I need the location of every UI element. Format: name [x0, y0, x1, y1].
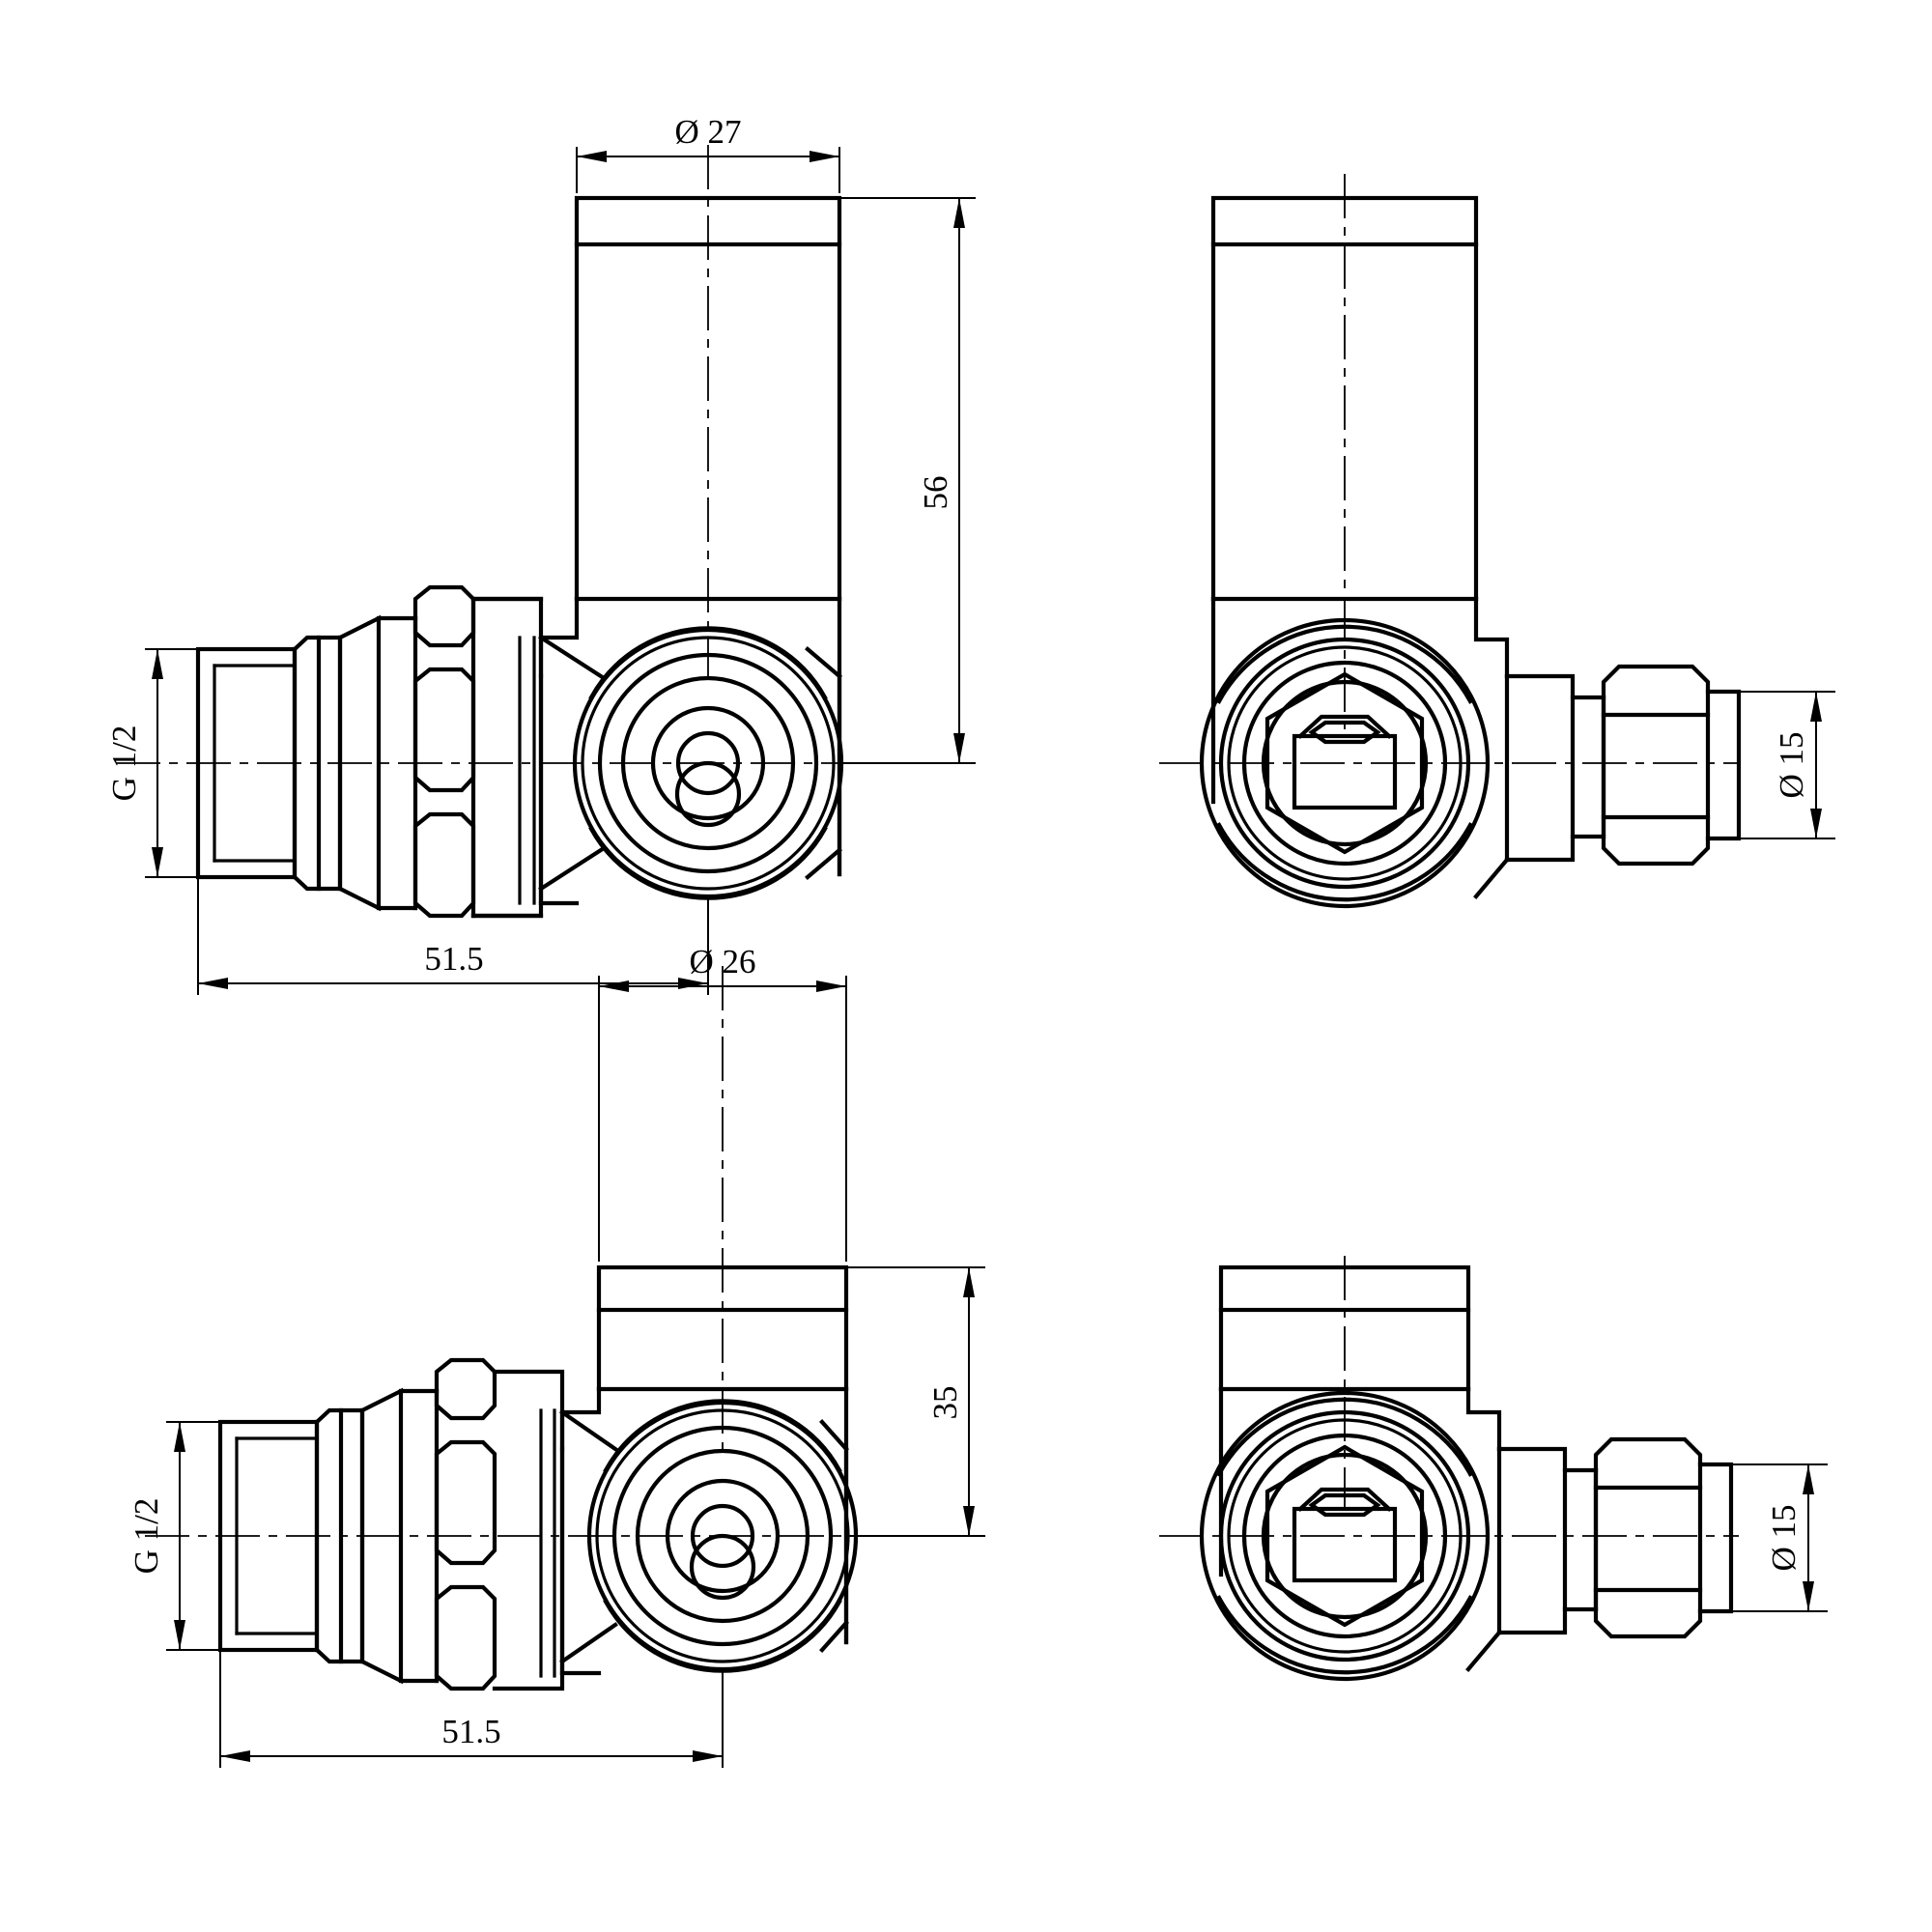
dimension-dia15-top: Ø 15	[1739, 691, 1835, 839]
dimension-dia27: Ø 27	[576, 113, 840, 193]
dimension-h56: 56	[839, 197, 976, 764]
dimension-label-g12-bottom: G 1/2	[128, 1498, 165, 1575]
dimension-label-dia26: Ø 26	[689, 943, 755, 980]
dimension-dia26: Ø 26	[598, 943, 847, 1262]
union-nut-rings	[559, 1399, 859, 1673]
view-top-right: Ø 15	[1159, 174, 1835, 909]
view-top-left: Ø 27 56 G 1/2 51.5	[105, 113, 976, 995]
valve-body-knurl	[434, 1357, 565, 1691]
threaded-spigot	[217, 1387, 440, 1685]
dimension-label-dia15-top: Ø 15	[1773, 731, 1810, 798]
dimension-g12-bottom: G 1/2	[128, 1421, 230, 1651]
dimension-len515-top: 51.5	[197, 877, 709, 995]
valve-body-block	[1210, 596, 1510, 899]
dimension-label-len515-bottom: 51.5	[441, 1713, 500, 1750]
dimension-h35: 35	[846, 1266, 985, 1537]
valve-head-cylinder	[574, 195, 842, 602]
view-bottom-left: Ø 26 35 G 1/2 51.5	[128, 943, 985, 1768]
dimension-label-dia15-bottom: Ø 15	[1765, 1504, 1803, 1571]
valve-head-cylinder	[1210, 195, 1479, 602]
valve-body-knurl	[412, 584, 544, 919]
valve-head-cylinder	[596, 1264, 849, 1392]
threaded-spigot	[195, 614, 418, 912]
dimension-dia15-bottom: Ø 15	[1731, 1463, 1828, 1612]
hex-face-rings	[1199, 617, 1491, 909]
compression-nut	[1504, 664, 1742, 867]
dimension-label-h35: 35	[926, 1386, 964, 1420]
compression-nut	[1496, 1436, 1734, 1639]
hex-face-rings	[1199, 1390, 1491, 1682]
dimension-label-dia27: Ø 27	[674, 113, 741, 151]
dimension-label-g12-top: G 1/2	[105, 725, 143, 802]
valve-head-cylinder	[1218, 1264, 1471, 1392]
view-bottom-right: Ø 15	[1159, 1256, 1828, 1682]
dimension-label-len515-top: 51.5	[424, 940, 483, 978]
dimension-label-h56: 56	[917, 476, 954, 510]
dimension-len515-bottom: 51.5	[219, 1650, 724, 1768]
